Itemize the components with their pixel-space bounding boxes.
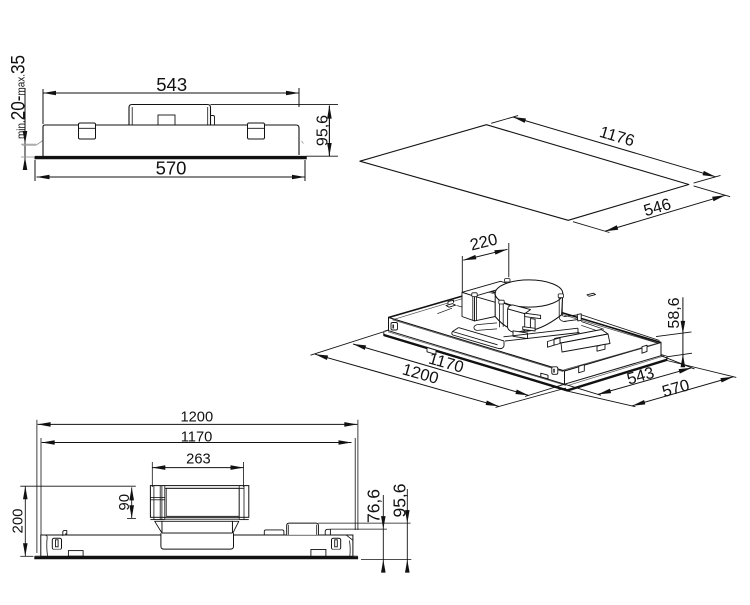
svg-text:76,6: 76,6 bbox=[363, 489, 383, 523]
svg-text:90: 90 bbox=[116, 494, 133, 511]
svg-text:200: 200 bbox=[10, 508, 27, 533]
svg-text:570: 570 bbox=[156, 158, 187, 179]
svg-text:95,6: 95,6 bbox=[315, 115, 332, 146]
svg-text:1170: 1170 bbox=[181, 429, 213, 445]
svg-text:min.20-max.35: min.20-max.35 bbox=[9, 55, 30, 139]
svg-text:58,6: 58,6 bbox=[666, 297, 683, 328]
svg-text:95,6: 95,6 bbox=[390, 483, 410, 517]
svg-text:263: 263 bbox=[186, 452, 211, 468]
svg-text:543: 543 bbox=[156, 74, 187, 95]
svg-text:1200: 1200 bbox=[180, 409, 213, 425]
